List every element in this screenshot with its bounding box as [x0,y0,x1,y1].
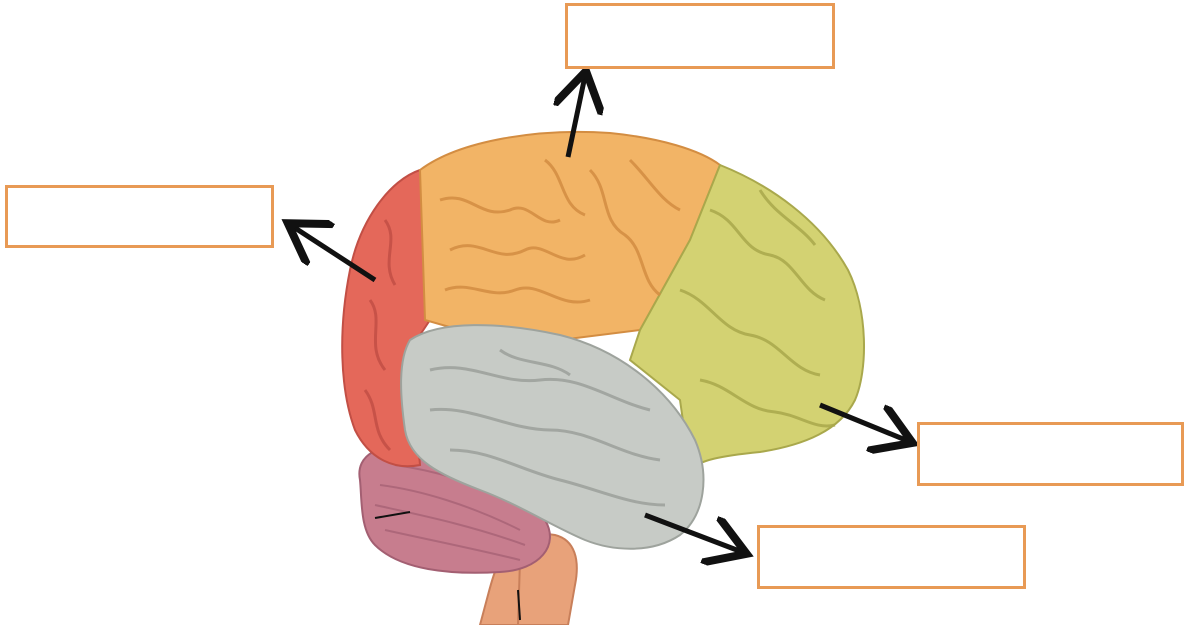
label-box-left[interactable] [5,185,274,248]
label-box-right[interactable] [917,422,1184,486]
label-box-top[interactable] [565,3,835,69]
label-box-bottom[interactable] [757,525,1026,589]
